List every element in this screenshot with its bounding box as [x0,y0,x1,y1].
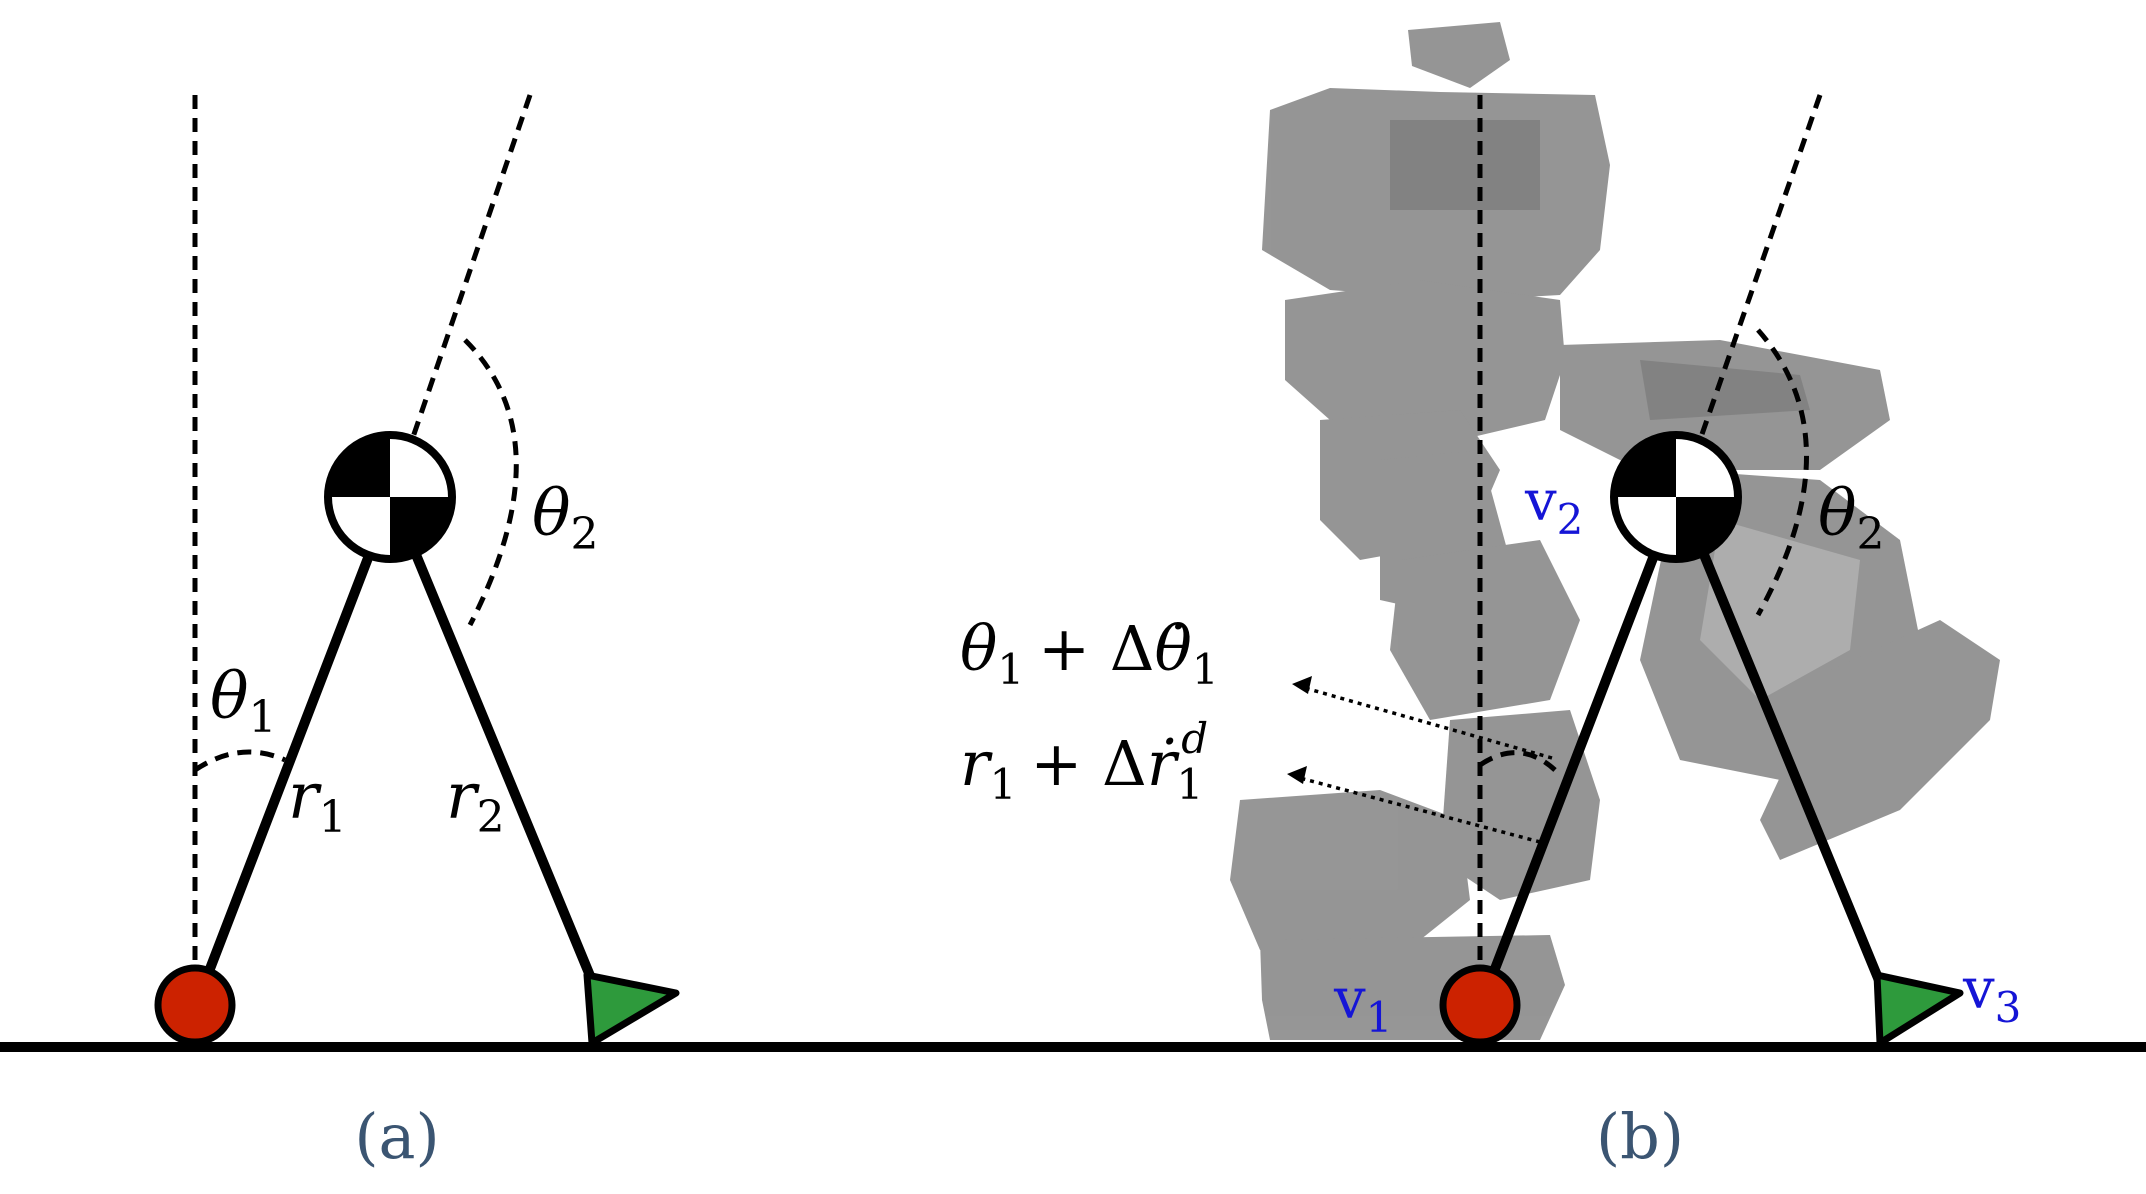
leg-extension-line [1697,94,1823,441]
swing-foot-marker [1873,971,1964,1047]
stance-leg [1478,540,1663,1005]
panel-a-caption: (a) [354,1100,439,1173]
swing-leg [407,540,603,1000]
theta1-arc [1478,750,1557,772]
theta2-label: θ2 [532,477,599,560]
vertex-v3-label: v3 [1962,957,2021,1032]
vertex-v1-label: v1 [1333,967,1392,1042]
center-of-mass-icon [1610,431,1742,563]
vertex-v2-label: v2 [1524,469,1583,544]
panel-b-caption: (b) [1596,1100,1684,1173]
swing-foot-marker [583,971,680,1047]
robot-silhouette [1230,22,2000,1040]
theta1-arc [193,749,287,773]
center-of-mass-icon [324,431,456,563]
panel-b: θ2 θ1+ Δθ̇1 r1+ Δṙ1d v2 v1 v3 (b) [960,94,2021,1173]
stance-foot-marker [1439,964,1521,1046]
r2-label: r2 [446,760,505,843]
theta1-delta-label: θ1+ Δθ̇1 [960,612,1219,694]
r1-delta-label: r1+ Δṙ1d [960,714,1208,809]
stance-leg [193,540,378,1005]
panel-a: θ2 θ1 r1 r2 (a) [154,94,680,1173]
theta2-arc [463,338,519,627]
r1-label: r1 [288,760,347,843]
theta1-delta-arrowhead [1292,676,1312,694]
r1-delta-arrowhead [1287,766,1307,784]
swing-leg [1695,540,1890,1000]
stance-foot-marker [154,964,236,1046]
theta1-delta-arrow [1304,686,1553,760]
theta1-label: θ1 [210,660,277,743]
leg-extension-line [409,94,533,441]
theta2-label: θ2 [1818,477,1885,560]
theta2-arc [1755,328,1809,617]
